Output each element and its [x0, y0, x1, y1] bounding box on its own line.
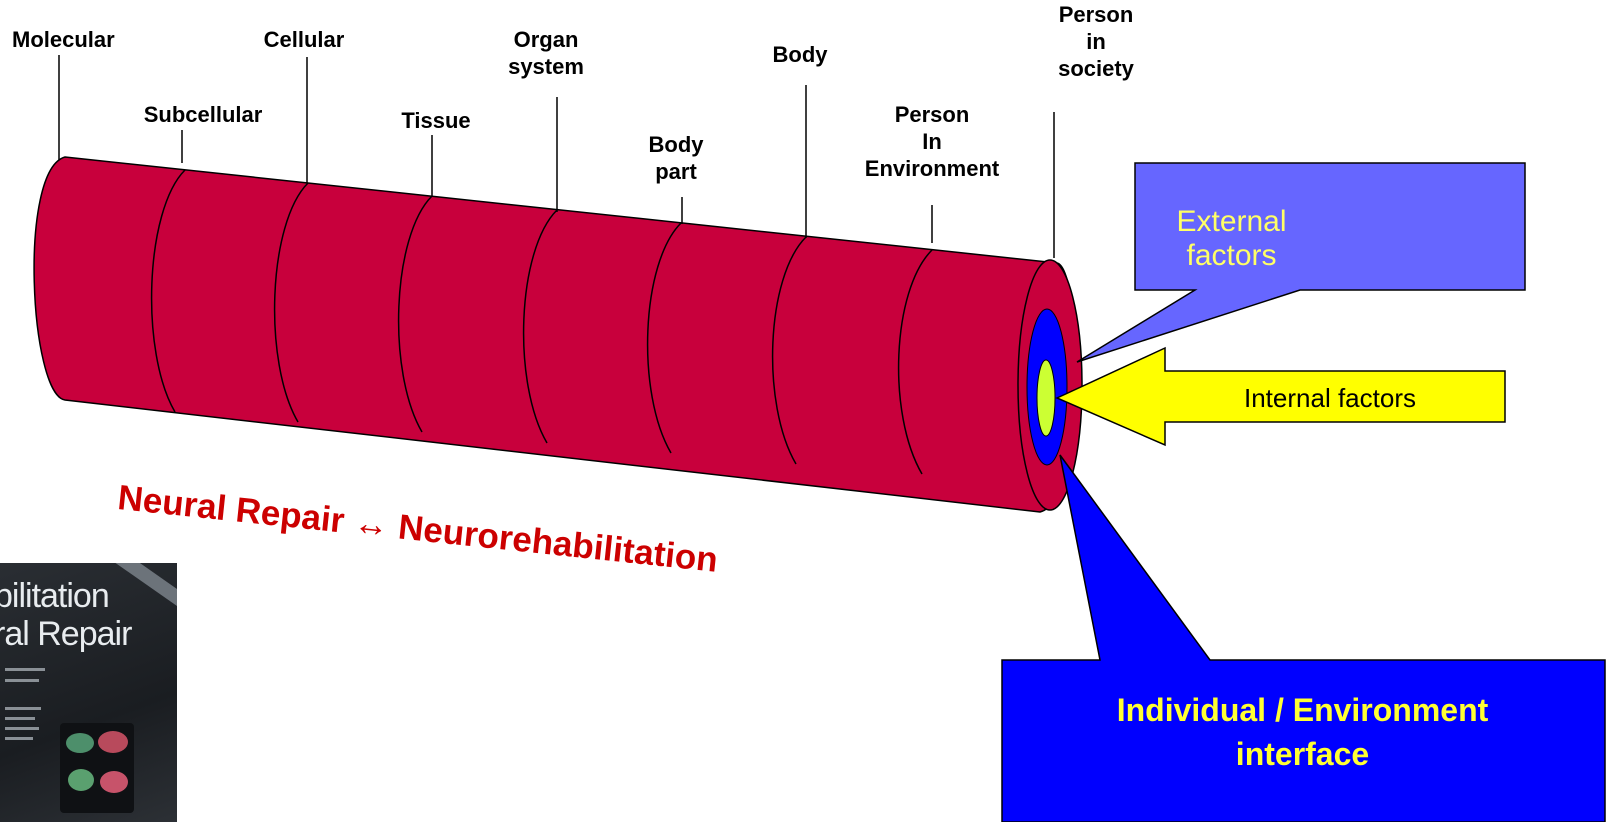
label-organ-system: Organ system [508, 26, 584, 80]
brain-blob [68, 769, 94, 791]
label-subcellular: Subcellular [144, 101, 263, 128]
cover-brain-image [60, 723, 134, 813]
label-cellular: Cellular [264, 26, 345, 53]
label-body-part: Body part [649, 131, 704, 185]
cover-corner-strip [111, 563, 177, 612]
cover-text-line [5, 737, 33, 740]
cover-text-line [5, 717, 35, 720]
internal-factors-text: Internal factors [1195, 383, 1465, 414]
brain-blob [98, 731, 128, 753]
label-tissue: Tissue [401, 107, 470, 134]
cover-text-line [5, 707, 41, 710]
label-person-in-society: Person in society [1058, 1, 1134, 82]
external-factors-text: External factors [1134, 205, 1329, 273]
cover-text-line [5, 727, 39, 730]
brain-blob [100, 771, 128, 793]
label-person-in-environment: Person In Environment [865, 101, 999, 182]
tube-body [34, 157, 1076, 512]
cover-text-line [5, 668, 45, 671]
interface-text: Individual / Environment interface [1000, 688, 1605, 776]
cover-title-line1: bilitation [0, 577, 109, 616]
label-molecular: Molecular [12, 26, 115, 53]
cover-title-line2: ral Repair [0, 615, 131, 654]
cover-text-line [5, 679, 39, 682]
brain-blob [66, 733, 94, 753]
core [1037, 360, 1055, 436]
journal-cover-image: bilitation ral Repair [0, 563, 177, 822]
label-body: Body [773, 41, 828, 68]
